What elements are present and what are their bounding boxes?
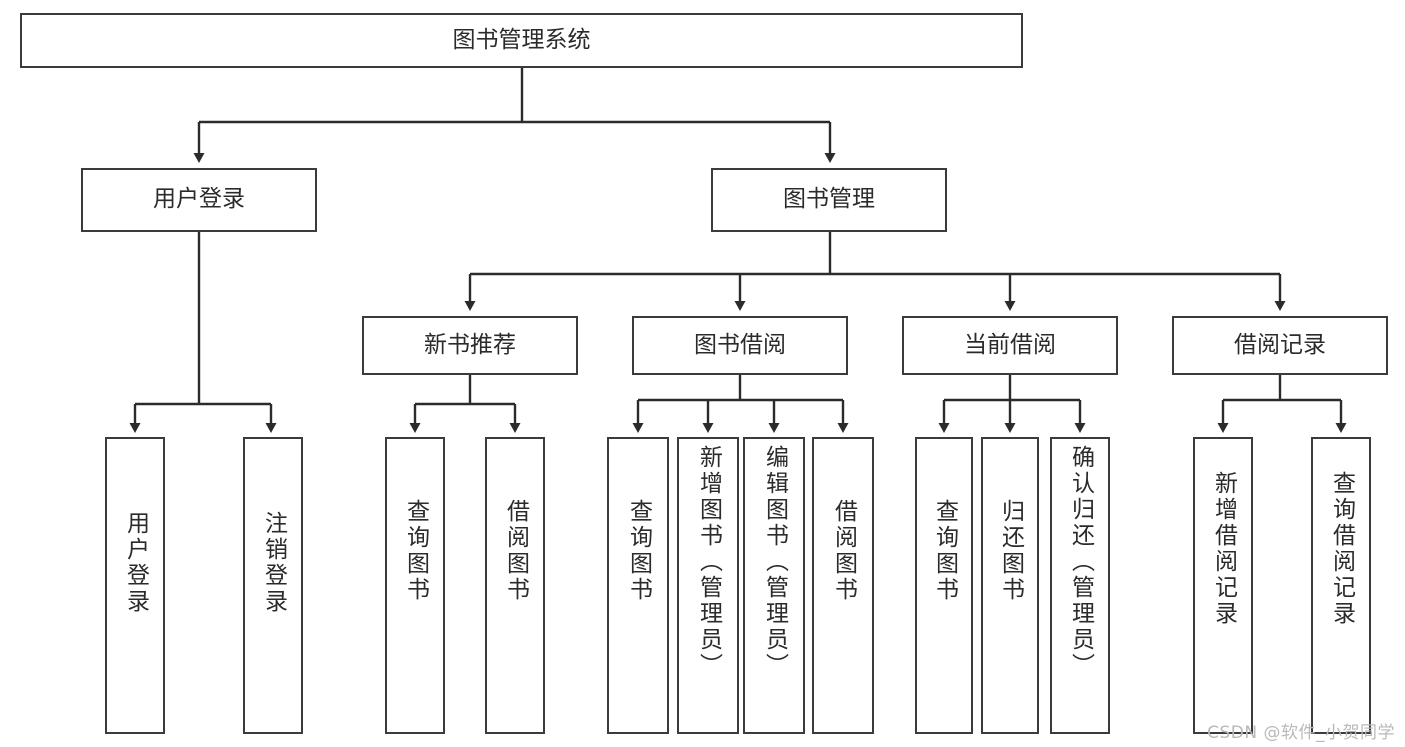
node-leaf-query-record-label: 查询借阅记录 [1328, 471, 1355, 627]
node-leaf-borrow-book-2-label: 借阅图书 [830, 499, 857, 603]
node-root-label: 图书管理系统 [452, 26, 591, 53]
node-leaf-edit-book-label: 编辑图书（管理员） [761, 445, 788, 679]
node-new-book-recommend[interactable]: 新书推荐 [362, 316, 578, 375]
node-leaf-query-record[interactable]: 查询借阅记录 [1311, 437, 1371, 734]
node-leaf-add-book[interactable]: 新增图书（管理员） [677, 437, 739, 734]
node-leaf-return-book-label: 归还图书 [997, 499, 1024, 603]
node-leaf-add-record-label: 新增借阅记录 [1210, 471, 1237, 627]
node-leaf-query-book-1-label: 查询图书 [402, 499, 429, 603]
node-leaf-query-book-2-label: 查询图书 [625, 499, 652, 603]
watermark-text: CSDN @软件_小贺同学 [1207, 723, 1395, 743]
node-root[interactable]: 图书管理系统 [20, 13, 1023, 68]
node-leaf-edit-book[interactable]: 编辑图书（管理员） [743, 437, 805, 734]
node-leaf-user-login[interactable]: 用户登录 [105, 437, 165, 734]
node-leaf-query-book-1[interactable]: 查询图书 [385, 437, 445, 734]
node-leaf-borrow-book-1-label: 借阅图书 [502, 499, 529, 603]
node-book-borrow-label: 图书借阅 [694, 331, 786, 358]
node-leaf-user-logout-label: 注销登录 [260, 511, 287, 615]
node-user-login-label: 用户登录 [153, 186, 245, 213]
node-leaf-query-book-3-label: 查询图书 [931, 499, 958, 603]
node-leaf-add-record[interactable]: 新增借阅记录 [1193, 437, 1253, 734]
node-new-book-recommend-label: 新书推荐 [424, 331, 516, 358]
node-leaf-borrow-book-2[interactable]: 借阅图书 [812, 437, 874, 734]
node-leaf-user-login-label: 用户登录 [122, 511, 149, 615]
node-leaf-query-book-3[interactable]: 查询图书 [915, 437, 973, 734]
node-leaf-confirm-return-label: 确认归还（管理员） [1067, 445, 1094, 679]
node-book-manage-label: 图书管理 [783, 186, 875, 213]
node-book-manage[interactable]: 图书管理 [711, 168, 947, 232]
node-user-login[interactable]: 用户登录 [81, 168, 317, 232]
node-current-borrow[interactable]: 当前借阅 [902, 316, 1118, 375]
node-book-borrow[interactable]: 图书借阅 [632, 316, 848, 375]
node-leaf-add-book-label: 新增图书（管理员） [695, 445, 722, 679]
node-leaf-confirm-return[interactable]: 确认归还（管理员） [1050, 437, 1110, 734]
node-borrow-record-label: 借阅记录 [1234, 331, 1326, 358]
node-current-borrow-label: 当前借阅 [964, 331, 1056, 358]
node-leaf-return-book[interactable]: 归还图书 [981, 437, 1039, 734]
node-leaf-query-book-2[interactable]: 查询图书 [607, 437, 669, 734]
node-borrow-record[interactable]: 借阅记录 [1172, 316, 1388, 375]
node-leaf-borrow-book-1[interactable]: 借阅图书 [485, 437, 545, 734]
node-leaf-user-logout[interactable]: 注销登录 [243, 437, 303, 734]
